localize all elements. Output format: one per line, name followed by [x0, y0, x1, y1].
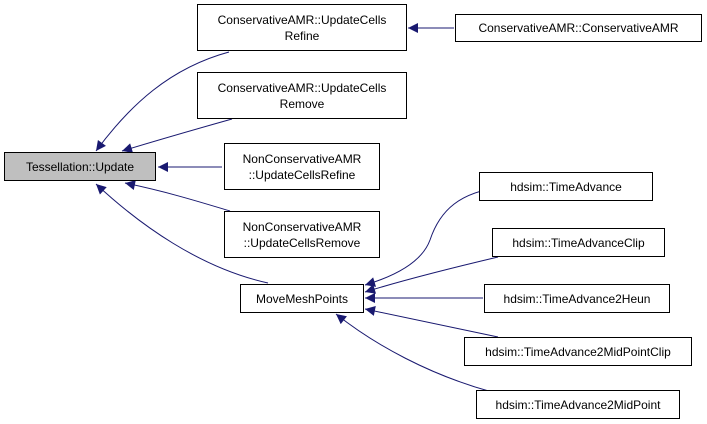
node-hdsim-timeadvance2midpoint[interactable]: hdsim::TimeAdvance2MidPoint [476, 390, 680, 419]
node-nonconservativeamr-updatecellsrefine-label-line1: NonConservativeAMR [242, 151, 362, 166]
node-tessellation-update: Tessellation::Update [4, 152, 156, 181]
edges-layer [95, 23, 503, 393]
node-hdsim-timeadvance2midpoint-label: hdsim::TimeAdvance2MidPoint [495, 397, 661, 412]
node-hdsim-timeadvanceclip-label: hdsim::TimeAdvanceClip [512, 235, 645, 250]
node-conservativeamr-updatecellsremove[interactable]: ConservativeAMR::UpdateCells Remove [197, 72, 407, 119]
node-hdsim-timeadvance2heun-label: hdsim::TimeAdvance2Heun [503, 291, 651, 306]
node-hdsim-timeadvance[interactable]: hdsim::TimeAdvance [479, 172, 653, 201]
node-conservativeamr-updatecellsrefine-label-line1: ConservativeAMR::UpdateCells [217, 12, 387, 27]
node-movemeshpoints[interactable]: MoveMeshPoints [240, 284, 364, 313]
node-tessellation-update-label: Tessellation::Update [25, 159, 135, 174]
edge-ncrem-to-root [124, 180, 231, 212]
edge-ta2mp-to-mmp [335, 313, 493, 393]
node-nonconservativeamr-updatecellsremove-label-line2: ::UpdateCellsRemove [243, 235, 361, 250]
node-hdsim-timeadvance2midpointclip[interactable]: hdsim::TimeAdvance2MidPointClip [464, 337, 692, 366]
edge-ucrm-to-root [121, 118, 233, 153]
node-conservativeamr-updatecellsrefine-label-line2: Refine [284, 28, 320, 43]
node-hdsim-timeadvance2heun[interactable]: hdsim::TimeAdvance2Heun [484, 284, 670, 313]
edge-tac-to-mmp [364, 256, 499, 294]
edge-ta2mpc-to-mmp [364, 306, 499, 338]
edge-ucr-to-root [95, 51, 230, 152]
node-nonconservativeamr-updatecellsremove[interactable]: NonConservativeAMR ::UpdateCellsRemove [224, 211, 380, 258]
node-movemeshpoints-label: MoveMeshPoints [255, 291, 349, 306]
node-nonconservativeamr-updatecellsremove-label-line1: NonConservativeAMR [242, 219, 362, 234]
node-nonconservativeamr-updatecellsrefine-label-line2: ::UpdateCellsRefine [248, 167, 356, 182]
node-conservativeamr-updatecellsremove-label-line1: ConservativeAMR::UpdateCells [217, 80, 387, 95]
node-conservativeamr-updatecellsremove-label-line2: Remove [279, 96, 325, 111]
node-conservativeamr-conservativeamr[interactable]: ConservativeAMR::ConservativeAMR [455, 14, 702, 42]
node-hdsim-timeadvanceclip[interactable]: hdsim::TimeAdvanceClip [492, 228, 665, 257]
edge-mmp-to-root [95, 183, 269, 284]
node-conservativeamr-updatecellsrefine[interactable]: ConservativeAMR::UpdateCells Refine [197, 4, 407, 51]
node-hdsim-timeadvance-label: hdsim::TimeAdvance [510, 179, 622, 194]
node-hdsim-timeadvance2midpointclip-label: hdsim::TimeAdvance2MidPointClip [485, 344, 671, 359]
edge-ta-to-mmp [364, 186, 503, 287]
node-nonconservativeamr-updatecellsrefine[interactable]: NonConservativeAMR ::UpdateCellsRefine [224, 143, 380, 190]
node-conservativeamr-conservativeamr-label: ConservativeAMR::ConservativeAMR [478, 21, 679, 35]
